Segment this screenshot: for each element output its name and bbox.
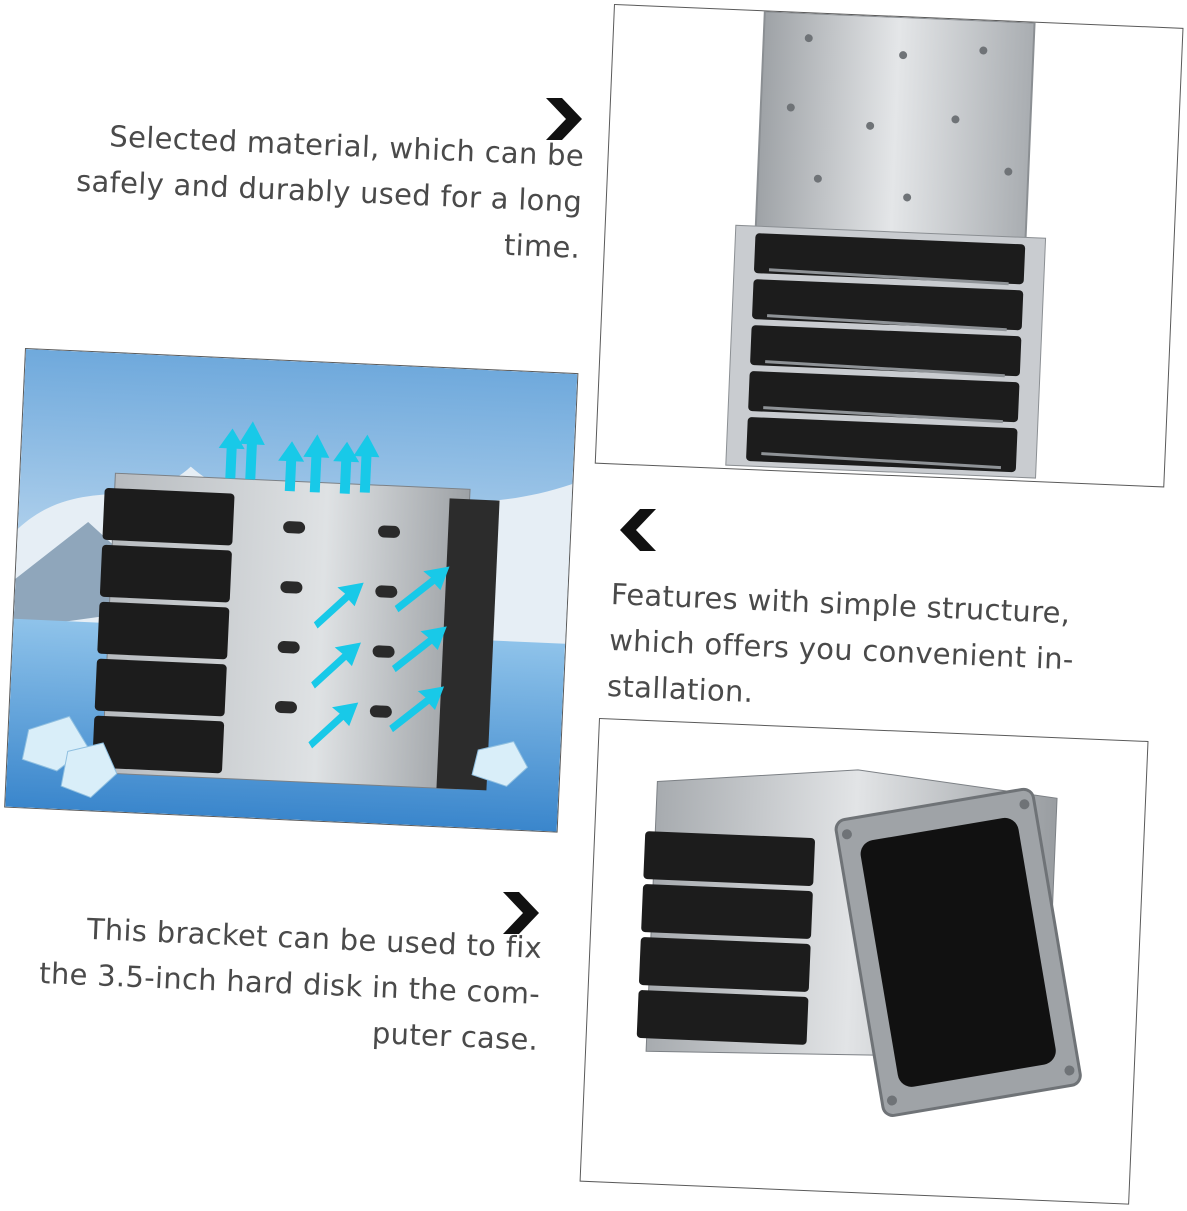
ice-cubes bbox=[21, 715, 529, 799]
drive-bay-stack bbox=[92, 487, 235, 774]
caption-structure: Features with simple structure, which of… bbox=[606, 571, 1131, 731]
cage-top-photo bbox=[594, 4, 1184, 488]
caption-material: Selected material, which can be safely a… bbox=[25, 110, 585, 271]
hard-drive-stack bbox=[746, 233, 1026, 473]
chevron-right-icon bbox=[540, 95, 588, 143]
drive-being-inserted bbox=[834, 787, 1082, 1117]
caption-bracket: This bracket can be used to fix the 3.5-… bbox=[0, 902, 543, 1062]
chevron-left-icon bbox=[614, 506, 662, 554]
mounted-drives bbox=[636, 831, 815, 1045]
chevron-right-icon bbox=[497, 889, 545, 937]
airflow-arrows bbox=[218, 421, 450, 749]
airflow-illustration bbox=[5, 349, 578, 832]
cage-top-illustration bbox=[725, 10, 1047, 479]
install-illustration bbox=[636, 769, 1082, 1117]
cage-install-photo bbox=[579, 718, 1149, 1205]
cooling-airflow-photo bbox=[4, 348, 579, 833]
